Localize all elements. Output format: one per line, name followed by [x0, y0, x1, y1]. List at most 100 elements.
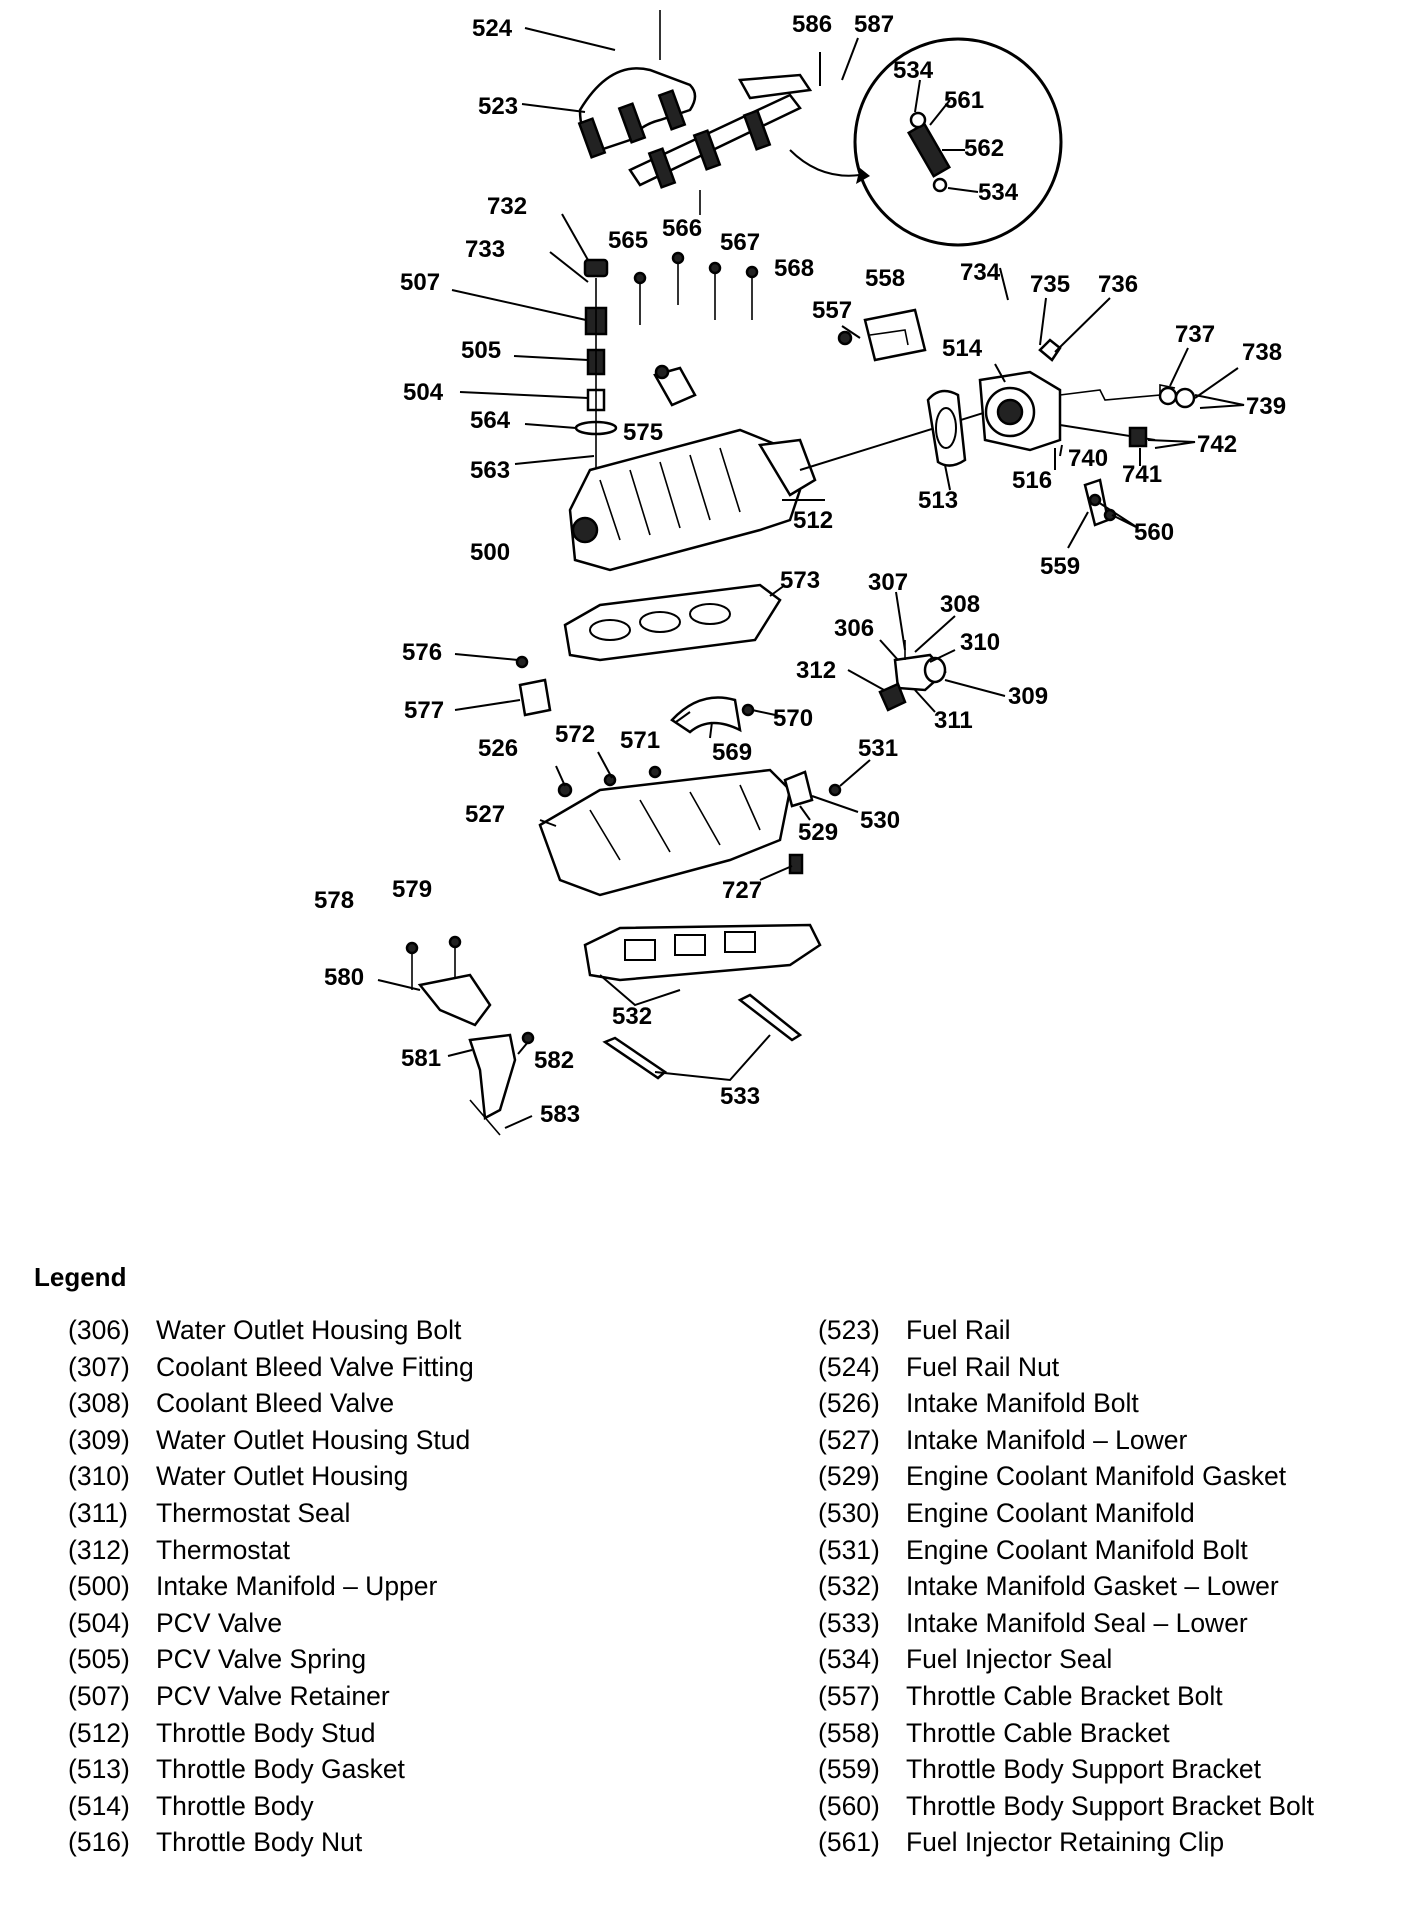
- callout-561: 561: [944, 87, 984, 114]
- legend-number: (311): [68, 1497, 128, 1528]
- legend-number: (516): [68, 1827, 130, 1858]
- lower-intake-manifold-part: [538, 765, 792, 897]
- bracket-569-571-part: [670, 696, 755, 734]
- callout-560: 560: [1134, 519, 1174, 546]
- legend-label: Water Outlet Housing Bolt: [156, 1315, 462, 1345]
- callout-516: 516: [1012, 467, 1052, 494]
- legend-row: (312)Thermostat: [68, 1532, 474, 1569]
- callout-312: 312: [796, 657, 836, 684]
- callout-534: 534: [893, 57, 934, 84]
- legend-number: (561): [818, 1827, 880, 1858]
- callout-572: 572: [555, 721, 595, 748]
- callout-732: 732: [487, 193, 527, 220]
- legend-number: (513): [68, 1754, 130, 1785]
- callout-587: 587: [854, 11, 894, 38]
- legend-number: (505): [68, 1644, 130, 1675]
- legend-number: (514): [68, 1790, 130, 1821]
- throttle-cable-bracket-part: [837, 308, 927, 362]
- legend-label: Thermostat Seal: [156, 1497, 351, 1528]
- legend-row: (531)Engine Coolant Manifold Bolt: [818, 1532, 1314, 1569]
- legend-title: Legend: [34, 1262, 127, 1292]
- legend-label: Throttle Cable Bracket: [906, 1717, 1170, 1748]
- legend-label: Water Outlet Housing: [156, 1461, 409, 1492]
- upper-intake-manifold-part: [568, 428, 817, 572]
- legend-row: (507) PCV Valve Retainer: [68, 1678, 474, 1715]
- callout-534-lower: 534: [978, 179, 1019, 206]
- legend-label: Water Outlet Housing Stud: [156, 1424, 471, 1455]
- callout-562: 562: [964, 135, 1004, 162]
- callout-531: 531: [858, 735, 898, 762]
- callout-527: 527: [465, 801, 505, 828]
- callout-582: 582: [534, 1047, 574, 1074]
- legend-label: Throttle Body Support Bracket: [906, 1754, 1261, 1785]
- legend-label: Coolant Bleed Valve Fitting: [156, 1351, 474, 1382]
- manifold-bolts-part: [633, 251, 759, 325]
- callout-564: 564: [470, 407, 511, 434]
- legend-row: (500)Intake Manifold – Upper: [68, 1568, 474, 1605]
- legend-number: (507): [68, 1680, 130, 1711]
- callout-524: 524: [472, 15, 513, 42]
- sensor-575-part: [653, 364, 697, 407]
- callout-310: 310: [960, 629, 1000, 656]
- callout-736: 736: [1098, 271, 1138, 298]
- legend-row: (512)Throttle Body Stud: [68, 1715, 474, 1752]
- callout-526: 526: [478, 735, 518, 762]
- legend-row: (559)Throttle Body Support Bracket: [818, 1751, 1314, 1788]
- callout-577: 577: [404, 697, 444, 724]
- bracket-578-580-part: [405, 935, 492, 1027]
- legend-number: (533): [818, 1607, 880, 1638]
- callout-532: 532: [612, 1003, 652, 1030]
- callout-529: 529: [798, 819, 838, 846]
- callout-569: 569: [712, 739, 752, 766]
- legend-number: (307): [68, 1351, 130, 1382]
- legend-row: (526)Intake Manifold Bolt: [818, 1385, 1314, 1422]
- legend-row: (530)Engine Coolant Manifold: [818, 1495, 1314, 1532]
- legend-label: Throttle Body Nut: [156, 1827, 363, 1858]
- legend-row: (560)Throttle Body Support Bracket Bolt: [818, 1788, 1314, 1825]
- legend-right-column: (523)Fuel Rail (524)Fuel Rail Nut (526)I…: [818, 1312, 1314, 1861]
- callout-558: 558: [865, 265, 905, 292]
- callout-583: 583: [540, 1101, 580, 1128]
- manifold-gasket-573-part: [563, 583, 782, 662]
- legend-number: (512): [68, 1717, 130, 1748]
- legend-row: (532)Intake Manifold Gasket – Lower: [818, 1568, 1314, 1605]
- callout-578: 578: [314, 887, 354, 914]
- callout-309: 309: [1008, 683, 1048, 710]
- legend-row: (524)Fuel Rail Nut: [818, 1349, 1314, 1386]
- legend-row: (561)Fuel Injector Retaining Clip: [818, 1824, 1314, 1861]
- water-outlet-housing-part: [878, 640, 947, 712]
- callout-739: 739: [1246, 393, 1286, 420]
- callout-567: 567: [720, 229, 760, 256]
- legend-number: (312): [68, 1534, 130, 1565]
- legend-label: Throttle Body Support Bracket Bolt: [906, 1790, 1315, 1821]
- legend-row: (309) Water Outlet Housing Stud: [68, 1422, 474, 1459]
- legend-number: (500): [68, 1571, 130, 1602]
- legend-label: Fuel Injector Seal: [906, 1644, 1113, 1675]
- callout-581: 581: [401, 1045, 441, 1072]
- callout-523: 523: [478, 93, 518, 120]
- legend-number: (529): [818, 1461, 880, 1492]
- legend-label: Coolant Bleed Valve: [156, 1388, 395, 1419]
- throttle-body-gasket-part: [926, 389, 967, 467]
- legend-number: (524): [818, 1351, 880, 1382]
- legend-label: Engine Coolant Manifold Gasket: [906, 1461, 1287, 1492]
- legend-label: PCV Valve Spring: [156, 1644, 367, 1675]
- legend-label: PCV Valve: [156, 1607, 283, 1638]
- callout-573: 573: [780, 567, 820, 594]
- legend-row: (527)Intake Manifold – Lower: [818, 1422, 1314, 1459]
- throttle-body-sensors-part: [1128, 386, 1196, 448]
- legend-row: (307) Coolant Bleed Valve Fitting: [68, 1349, 474, 1386]
- callout-557: 557: [812, 297, 852, 324]
- legend-label: Throttle Body: [156, 1790, 314, 1821]
- exploded-parts-diagram: 524 523 586 587 534 561 562 534 732 733 …: [314, 10, 1286, 1136]
- legend-row: (516) Throttle Body Nut: [68, 1824, 474, 1861]
- legend-label: PCV Valve Retainer: [156, 1680, 390, 1711]
- legend-number: (309): [68, 1424, 130, 1455]
- callout-738: 738: [1242, 339, 1282, 366]
- legend-number: (526): [818, 1388, 880, 1419]
- pcv-stack-part: [574, 258, 618, 470]
- legend-label: Intake Manifold – Lower: [906, 1424, 1188, 1455]
- callout-586: 586: [792, 11, 832, 38]
- legend-row: (310)Water Outlet Housing: [68, 1458, 474, 1495]
- legend-row: (308)Coolant Bleed Valve: [68, 1385, 474, 1422]
